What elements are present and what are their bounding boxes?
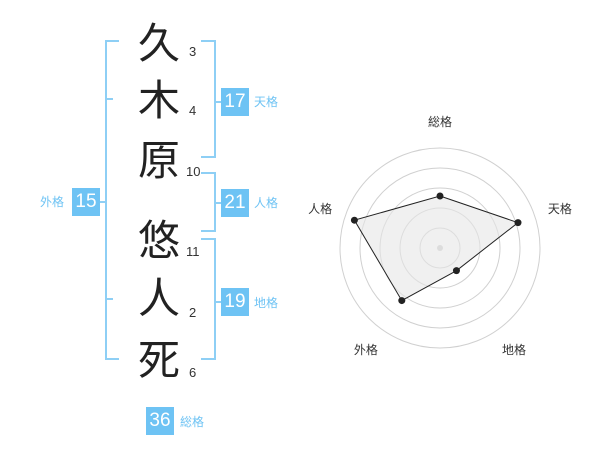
radar-point-4 xyxy=(398,297,406,305)
radar-ring xyxy=(359,167,521,329)
name-char-3: 原 xyxy=(137,136,180,185)
radar-axis-label-2: 天格 xyxy=(548,201,572,216)
chikaku-label: 地格 xyxy=(254,296,279,310)
radar-axis-label-5: 人格 xyxy=(308,201,332,216)
tenkaku-badge: 17 xyxy=(221,88,249,116)
radar-polygon-group xyxy=(353,195,520,302)
stroke-count-2: 4 xyxy=(189,103,197,118)
stroke-count-1: 3 xyxy=(189,44,197,59)
name-char-6: 死 xyxy=(137,336,180,385)
radar-axis-label-1: 総格 xyxy=(428,114,452,129)
jinkaku-badge: 21 xyxy=(221,189,249,217)
soukaku-badge: 36 xyxy=(146,407,174,435)
soukaku-label: 総格 xyxy=(180,415,205,429)
jinkaku-label: 人格 xyxy=(254,196,279,210)
radar-points xyxy=(350,192,522,305)
radar-axis-label-3: 地格 xyxy=(502,342,526,357)
gaikaku-badge: 15 xyxy=(72,188,100,216)
gaikaku-label: 外格 xyxy=(40,195,65,209)
name-char-5: 人 xyxy=(137,274,180,323)
radar-point-1 xyxy=(436,192,444,200)
name-char-1: 久 xyxy=(137,19,180,68)
radar-axis-label-4: 外格 xyxy=(354,342,378,357)
name-char-2: 木 xyxy=(137,76,180,125)
name-char-4: 悠 xyxy=(137,216,180,265)
stroke-count-3: 10 xyxy=(186,164,201,179)
stroke-count-6: 6 xyxy=(189,365,197,380)
stroke-count-5: 2 xyxy=(189,305,197,320)
radar-ring xyxy=(339,147,541,349)
chikaku-badge: 19 xyxy=(221,288,249,316)
radar-point-2 xyxy=(514,219,522,227)
tenkaku-label: 天格 xyxy=(254,95,279,109)
radar-point-3 xyxy=(452,267,460,275)
radar-point-5 xyxy=(350,216,358,224)
radar-polygon xyxy=(353,195,520,302)
stroke-count-4: 11 xyxy=(186,244,200,259)
